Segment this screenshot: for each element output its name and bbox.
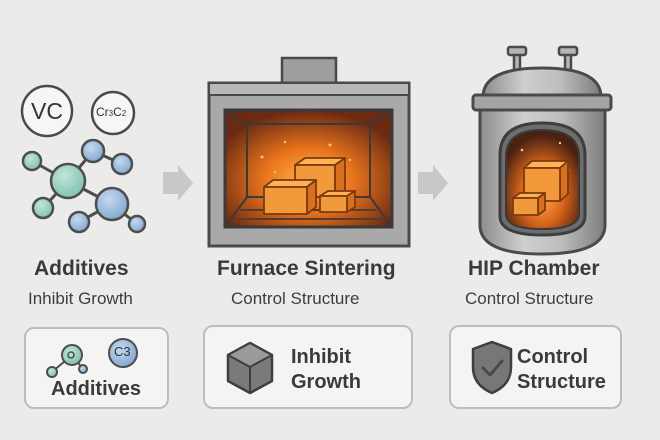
shield-check-icon: [471, 340, 513, 395]
c-sub-2: 2: [121, 109, 127, 118]
control-structure-line2: Structure: [517, 371, 606, 393]
furnace-title: Furnace Sintering: [217, 257, 396, 280]
inhibit-growth-line1: Inhibit: [291, 346, 351, 368]
cr-sub-3: 3: [108, 109, 114, 118]
control-structure-line1: Control: [517, 346, 589, 368]
cr3c2-bubble: [90, 90, 136, 136]
c-text: C: [113, 105, 122, 119]
hip-subtitle: Control Structure: [465, 289, 594, 308]
control-structure-card: Control Structure: [449, 325, 622, 409]
vc-bubble: [20, 84, 74, 138]
mini-molecule-icon: [46, 338, 138, 378]
cr3c2-label: Cr3C2: [96, 105, 126, 119]
vc-label: VC: [31, 98, 63, 124]
hip-title: HIP Chamber: [468, 257, 600, 280]
hexagon-cube-icon: [226, 341, 274, 395]
c3-label: C3: [114, 344, 131, 359]
additives-subtitle: Inhibit Growth: [28, 289, 133, 308]
additives-card-label: Additives: [51, 378, 142, 400]
additives-title: Additives: [34, 257, 129, 280]
arrow-right-icon: [418, 165, 448, 201]
inhibit-growth-card: Inhibit Growth: [203, 325, 413, 409]
cr-text: Cr: [96, 105, 109, 119]
hip-chamber-icon: [471, 45, 613, 256]
additives-card: C3 Additives: [24, 327, 169, 409]
furnace-subtitle: Control Structure: [231, 289, 360, 308]
inhibit-growth-line2: Growth: [291, 371, 361, 393]
arrow-right-icon: [163, 165, 193, 201]
furnace-icon: [207, 56, 411, 248]
molecule-icon: [21, 138, 147, 234]
